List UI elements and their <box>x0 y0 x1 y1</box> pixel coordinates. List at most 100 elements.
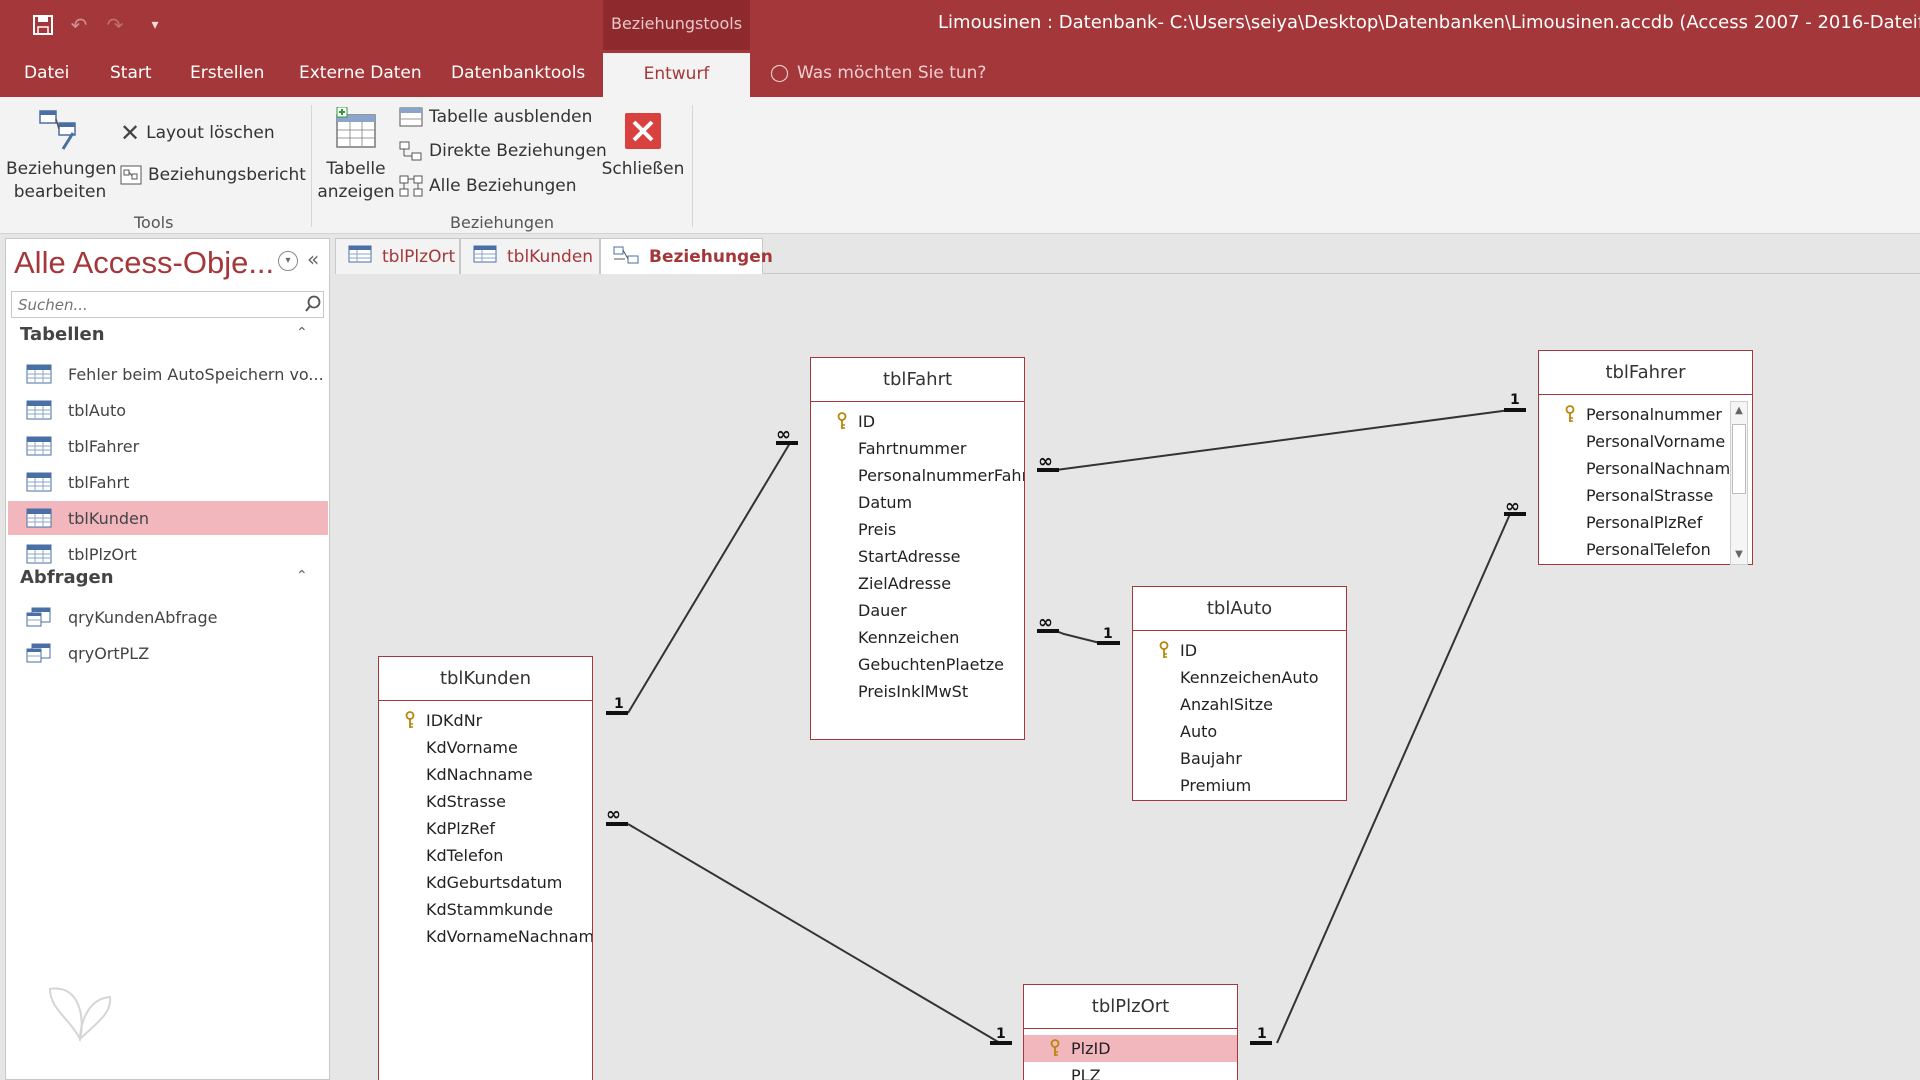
tell-me-box[interactable]: ◯Was möchten Sie tun? <box>770 63 986 83</box>
doc-tab-beziehungen[interactable]: Beziehungen <box>600 238 773 275</box>
all-relationships-button[interactable]: Alle Beziehungen <box>399 175 577 197</box>
primary-key-field[interactable]: IDKdNr <box>379 707 592 734</box>
queries-section-header[interactable]: Abfragen <box>20 567 114 588</box>
table-field[interactable]: Premium <box>1133 772 1346 799</box>
table-field[interactable]: PersonalStrasse <box>1539 482 1730 509</box>
nav-query-item[interactable]: qryOrtPLZ <box>8 636 328 670</box>
table-field[interactable]: PreisInklMwSt <box>811 678 1024 705</box>
table-field[interactable]: Datum <box>811 489 1024 516</box>
table-field[interactable]: Preis <box>811 516 1024 543</box>
nav-item-label: tblKunden <box>68 508 149 528</box>
table-field[interactable]: KdNachname <box>379 761 592 788</box>
scroll-down-icon[interactable]: ▼ <box>1735 549 1743 560</box>
nav-table-item[interactable]: tblAuto <box>8 393 328 427</box>
table-field[interactable]: KennzeichenAuto <box>1133 664 1346 691</box>
table-field[interactable]: KdGeburtsdatum <box>379 869 592 896</box>
table-field[interactable]: Dauer <box>811 597 1024 624</box>
nav-query-item[interactable]: qryKundenAbfrage <box>8 600 328 634</box>
tab-datei[interactable]: Datei <box>24 63 70 83</box>
table-field[interactable]: KdPlzRef <box>379 815 592 842</box>
table-field[interactable]: PersonalNachname <box>1539 455 1730 482</box>
table-field[interactable]: StartAdresse <box>811 543 1024 570</box>
table-field[interactable]: PersonalTelefon <box>1539 536 1730 563</box>
field-name: PreisInklMwSt <box>858 682 969 701</box>
close-relationships-button[interactable]: Schließen <box>600 111 686 181</box>
hide-table-button[interactable]: Tabelle ausblenden <box>399 107 592 127</box>
table-field[interactable]: PersonalVorname <box>1539 428 1730 455</box>
primary-key-field[interactable]: ID <box>1133 637 1346 664</box>
relationship-report-button[interactable]: Beziehungsbericht <box>120 165 306 185</box>
show-table-button[interactable]: Tabelle anzeigen <box>316 106 396 204</box>
clear-layout-label: Layout löschen <box>146 123 275 143</box>
primary-key-field[interactable]: Personalnummer <box>1539 401 1730 428</box>
nav-menu-dropdown-icon[interactable]: ▾ <box>278 251 298 271</box>
table-field[interactable]: Baujahr <box>1133 745 1346 772</box>
table-field[interactable]: KdStrasse <box>379 788 592 815</box>
group-divider <box>311 105 312 227</box>
table-field[interactable]: PersonalnummerFahrer <box>811 462 1024 489</box>
table-field[interactable]: KdVornameNachname <box>379 923 592 950</box>
table-field[interactable]: Auto <box>1133 718 1346 745</box>
table-box-title[interactable]: tblAuto <box>1133 587 1346 631</box>
table-icon <box>26 364 52 384</box>
clear-layout-button[interactable]: ✕ Layout löschen <box>120 119 275 147</box>
table-field[interactable]: GebuchtenPlaetze <box>811 651 1024 678</box>
table-field[interactable]: ZielAdresse <box>811 570 1024 597</box>
collapse-section-icon[interactable]: ⌃ <box>296 325 308 341</box>
tables-section-header[interactable]: Tabellen <box>20 324 105 345</box>
nav-table-item[interactable]: tblFahrer <box>8 429 328 463</box>
save-icon[interactable] <box>26 10 60 40</box>
tab-entwurf[interactable]: Entwurf <box>603 53 750 97</box>
edit-relationships-label-2: bearbeiten <box>13 182 107 202</box>
redo-icon[interactable]: ↷ <box>106 13 124 37</box>
table-field[interactable]: KdTelefon <box>379 842 592 869</box>
all-relationships-label: Alle Beziehungen <box>429 176 577 196</box>
collapse-section-icon[interactable]: ⌃ <box>296 568 308 584</box>
table-field[interactable]: Kennzeichen <box>811 624 1024 651</box>
primary-key-field[interactable]: ID <box>811 408 1024 435</box>
doc-tab-tblplzort[interactable]: tblPlzOrt <box>335 238 460 274</box>
table-box-title[interactable]: tblFahrt <box>811 358 1024 402</box>
cardinality-many: ∞ <box>776 424 791 445</box>
nav-pane-title[interactable]: Alle Access-Obje... <box>14 245 275 280</box>
table-icon <box>473 245 497 268</box>
edit-relationships-button[interactable]: Beziehungen bearbeiten <box>6 107 117 204</box>
tab-datenbanktools[interactable]: Datenbanktools <box>451 63 586 83</box>
table-box-title[interactable]: tblPlzOrt <box>1024 985 1237 1029</box>
nav-table-item[interactable]: tblPlzOrt <box>8 537 328 571</box>
nav-table-item[interactable]: tblFahrt <box>8 465 328 499</box>
nav-table-item[interactable]: tblKunden <box>8 501 328 535</box>
tab-externe-daten[interactable]: Externe Daten <box>299 63 422 83</box>
tab-start[interactable]: Start <box>110 63 152 83</box>
search-icon[interactable] <box>304 295 322 317</box>
table-field[interactable]: KdStammkunde <box>379 896 592 923</box>
hide-table-label: Tabelle ausblenden <box>429 107 593 127</box>
table-box-tblfahrt[interactable]: tblFahrt IDFahrtnummerPersonalnummerFahr… <box>810 357 1025 740</box>
primary-key-field[interactable]: PlzID <box>1024 1035 1237 1062</box>
collapse-pane-icon[interactable]: « <box>307 247 320 271</box>
doc-tab-tblkunden[interactable]: tblKunden <box>460 238 600 274</box>
nav-table-item[interactable]: Fehler beim AutoSpeichern vo... <box>8 357 328 391</box>
field-list-scrollbar[interactable]: ▲ ▼ <box>1730 401 1748 565</box>
table-box-title[interactable]: tblKunden <box>379 657 592 701</box>
scroll-up-icon[interactable]: ▲ <box>1735 405 1743 416</box>
customize-qat-icon[interactable]: ▾ <box>151 17 159 33</box>
table-field[interactable]: Fahrtnummer <box>811 435 1024 462</box>
table-field[interactable]: AnzahlSitze <box>1133 691 1346 718</box>
table-field[interactable]: PLZ <box>1024 1062 1237 1080</box>
show-table-label-1: Tabelle <box>326 159 386 179</box>
table-box-title[interactable]: tblFahrer <box>1539 351 1752 395</box>
direct-relationships-button[interactable]: Direkte Beziehungen <box>399 141 607 161</box>
table-field[interactable]: KdVorname <box>379 734 592 761</box>
scrollbar-thumb[interactable] <box>1732 424 1746 494</box>
cardinality-one: 1 <box>1257 1026 1267 1042</box>
tab-erstellen[interactable]: Erstellen <box>190 63 265 83</box>
table-field[interactable]: PersonalPlzRef <box>1539 509 1730 536</box>
nav-search-input[interactable] <box>11 291 324 318</box>
field-name: KdNachname <box>426 765 533 784</box>
undo-icon[interactable]: ↶ <box>70 13 88 37</box>
